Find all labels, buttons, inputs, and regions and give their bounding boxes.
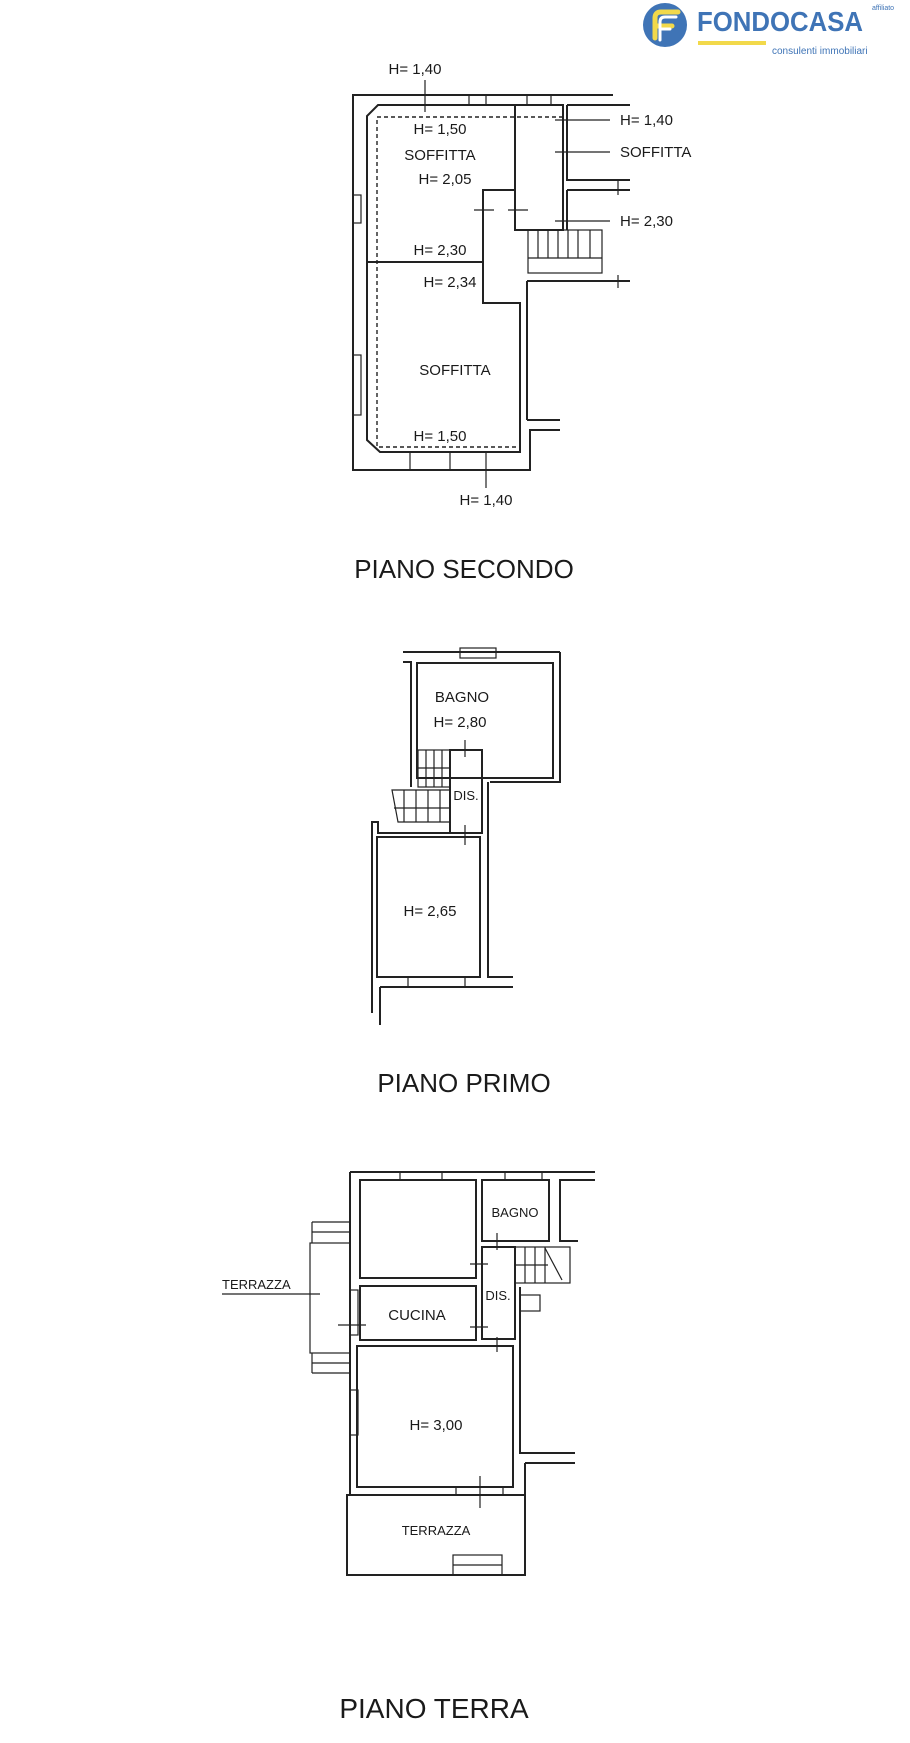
label-h-150-b: H= 1,50	[414, 428, 467, 445]
room-bagno: BAGNO	[435, 689, 489, 706]
label-terrazza-bottom: TERRAZZA	[402, 1523, 471, 1538]
room-soffitta-a: SOFFITTA	[404, 147, 475, 164]
room-cucina: CUCINA	[388, 1307, 446, 1324]
staircase	[514, 1246, 571, 1312]
title-piano-primo: PIANO PRIMO	[377, 1068, 550, 1098]
label-h-280: H= 2,80	[434, 714, 487, 731]
plan-piano-primo: BAGNO H= 2,80 DIS. H= 2,65 PIANO PRIMO	[371, 647, 561, 1098]
staircase	[391, 749, 451, 823]
fondocasa-logo: FONDOCASA consulenti immobiliari affilia…	[643, 3, 894, 57]
staircase	[527, 229, 603, 274]
label-h-bottom: H= 1,40	[460, 492, 513, 509]
room-soffitta-b: SOFFITTA	[419, 362, 490, 379]
label-h-230-a: H= 2,30	[414, 242, 467, 259]
label-h-right-140: H= 1,40	[620, 112, 673, 129]
label-h-300: H= 3,00	[410, 1417, 463, 1434]
label-h-150-a: H= 1,50	[414, 121, 467, 138]
label-h-right-230: H= 2,30	[620, 213, 673, 230]
plan-piano-secondo: H= 1,40 H= 1,50 SOFFITTA H= 2,05 H= 2,30…	[352, 61, 691, 584]
label-h-234: H= 2,34	[424, 274, 477, 291]
terrace-balcony-left	[309, 1221, 351, 1374]
logo-tagline: consulenti immobiliari	[772, 46, 868, 57]
label-terrazza-left: TERRAZZA	[222, 1277, 291, 1292]
room-dis: DIS.	[485, 1288, 510, 1303]
plan-piano-terra: TERRAZZA BAGNO CUCINA DIS. H= 3,00 TERRA…	[222, 1171, 595, 1724]
label-h-265: H= 2,65	[404, 903, 457, 920]
logo-brand: FONDOCASA	[697, 6, 863, 37]
room-dis: DIS.	[453, 788, 478, 803]
room-bagno: BAGNO	[492, 1205, 539, 1220]
room-soffitta-right: SOFFITTA	[620, 144, 691, 161]
title-piano-secondo: PIANO SECONDO	[354, 554, 574, 584]
label-h-top: H= 1,40	[389, 61, 442, 78]
logo-affiliate: affiliato	[872, 5, 894, 12]
title-piano-terra: PIANO TERRA	[339, 1693, 529, 1724]
label-h-205: H= 2,05	[419, 171, 472, 188]
